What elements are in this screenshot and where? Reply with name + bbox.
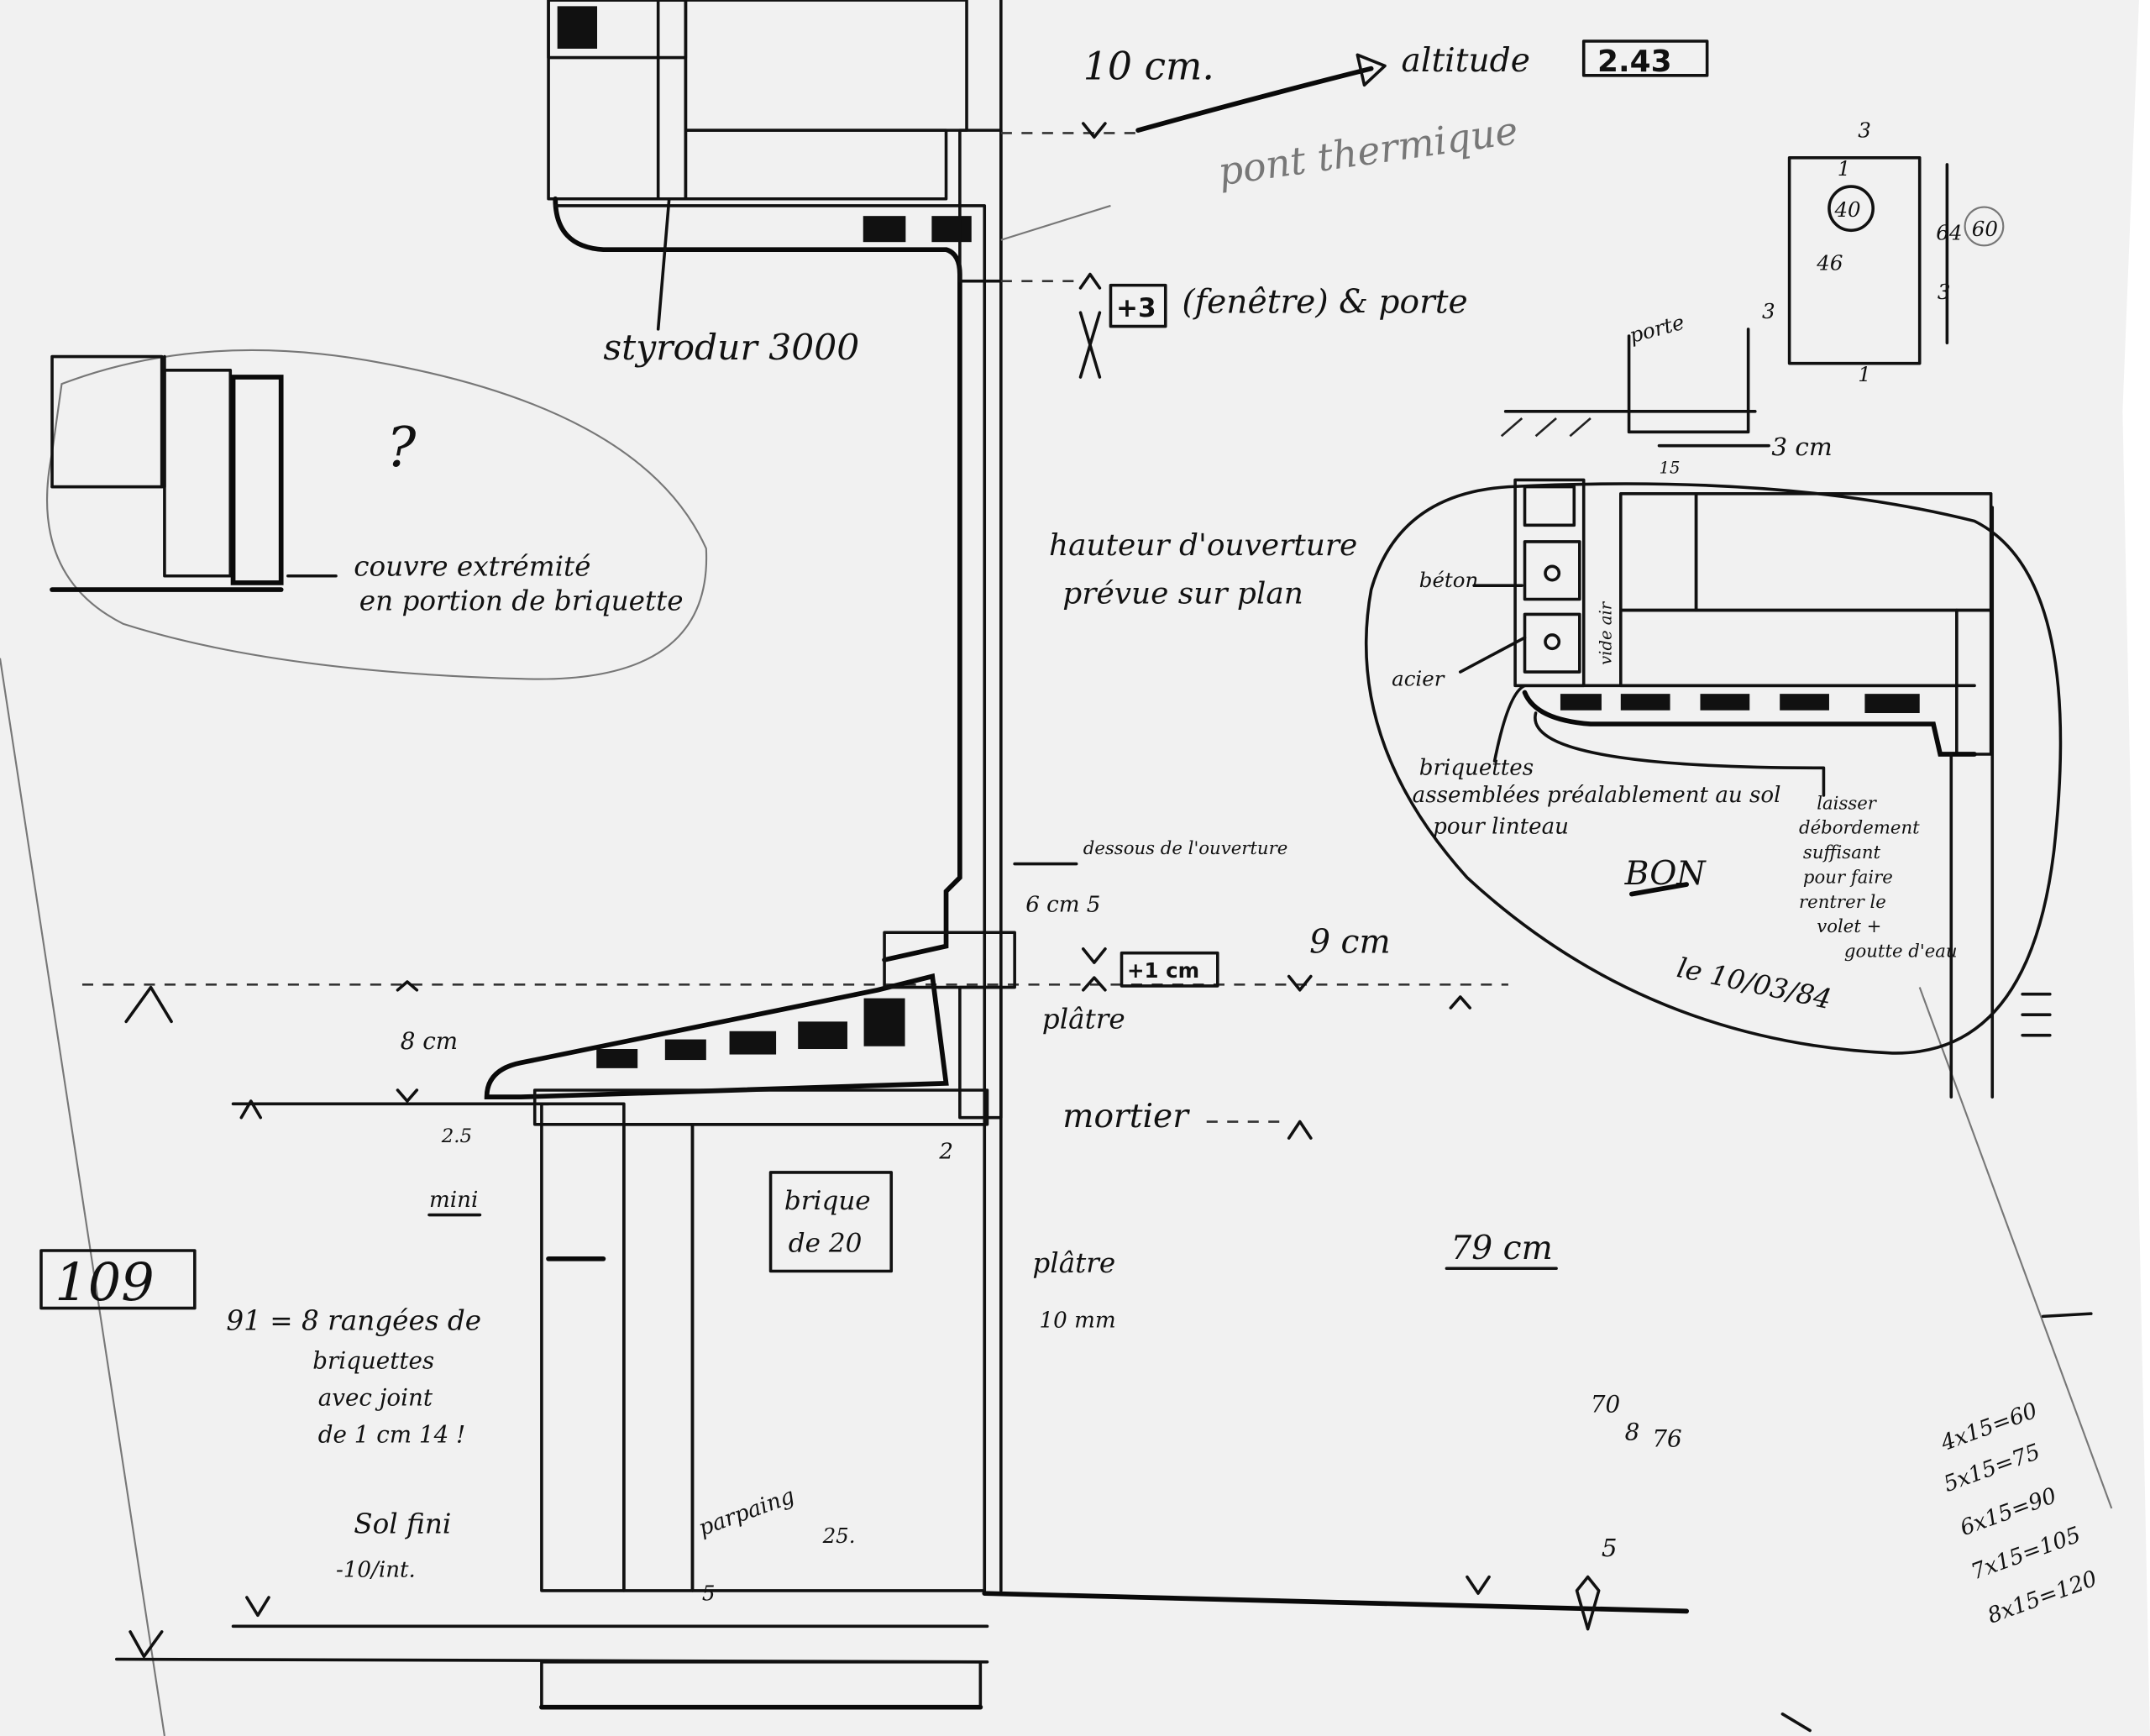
dim-3-top: 3 bbox=[1858, 118, 1871, 142]
thermal-bridge-arrow bbox=[1135, 66, 1374, 133]
laisser-line: volet + bbox=[1817, 916, 1881, 937]
styrodur-label: styrodur 3000 bbox=[603, 328, 859, 369]
height-10cm-label: 10 cm. bbox=[1083, 45, 1214, 89]
left-note-line4: de 1 cm 14 ! bbox=[318, 1421, 465, 1449]
calc-misc-70: 70 bbox=[1591, 1391, 1620, 1419]
right-detail-bubble bbox=[1364, 482, 2063, 1055]
edge-marks bbox=[1780, 992, 2093, 1733]
underside-label: dessous de l'ouverture bbox=[1083, 838, 1288, 859]
window-sill bbox=[484, 931, 1016, 1126]
laisser-line: suffisant bbox=[1803, 842, 1881, 863]
dim-5a: 5 bbox=[702, 1581, 716, 1605]
plus1-box bbox=[1120, 951, 1219, 988]
arrow-head bbox=[1356, 53, 1387, 87]
laisser-line: laisser bbox=[1817, 793, 1878, 814]
dim-1-top: 1 bbox=[1838, 156, 1851, 181]
minus10-label: -10/int. bbox=[336, 1558, 416, 1583]
plus1-value: +1 cm bbox=[1127, 958, 1199, 983]
dim-79cm: 79 cm bbox=[1450, 1230, 1552, 1267]
dim-9cm: 9 cm bbox=[1309, 924, 1390, 962]
left-note-line2: briquettes bbox=[312, 1346, 434, 1374]
altitude-label: altitude bbox=[1402, 42, 1530, 80]
sheet-number: 109 bbox=[55, 1251, 154, 1313]
right-lintel-detail bbox=[1458, 478, 1995, 1099]
dim-10mm: 10 mm bbox=[1040, 1308, 1116, 1333]
calc-misc-76: 76 bbox=[1652, 1424, 1681, 1452]
dim-64: 64 bbox=[1936, 221, 1962, 245]
dim-2: 2 bbox=[938, 1140, 953, 1165]
dim-3-left: 3 bbox=[1762, 299, 1775, 323]
brick-wall bbox=[540, 1102, 987, 1592]
dim-25: 25. bbox=[822, 1524, 856, 1548]
dim-46: 46 bbox=[1816, 251, 1843, 275]
dim-40: 40 bbox=[1833, 197, 1860, 222]
platre-label-2: plâtre bbox=[1032, 1247, 1115, 1279]
beton-label: béton bbox=[1419, 568, 1478, 592]
briquettes-line2: assemblées préalablement au sol bbox=[1413, 783, 1781, 808]
opening-note-line2: prévue sur plan bbox=[1062, 576, 1303, 611]
left-detail-bubble bbox=[46, 349, 708, 680]
opening-note-line1: hauteur d'ouverture bbox=[1049, 528, 1357, 563]
laisser-line: rentrer le bbox=[1799, 892, 1886, 913]
bubble-note-line2: en portion de briquette bbox=[359, 585, 684, 617]
brique-box bbox=[768, 1171, 894, 1273]
dim-3cm: 3 cm bbox=[1771, 433, 1832, 461]
laisser-line: pour faire bbox=[1803, 867, 1893, 888]
floor-line-finished bbox=[982, 1591, 1690, 1614]
left-note-line3: avec joint bbox=[318, 1383, 433, 1411]
sheet-number-box bbox=[39, 1249, 197, 1310]
brique-line1: brique bbox=[784, 1186, 871, 1216]
dim-1-bottom: 1 bbox=[1858, 362, 1871, 386]
sol-fini-label: Sol fini bbox=[354, 1508, 451, 1539]
vide-air-label: vide air bbox=[1596, 601, 1615, 665]
mini-label: mini bbox=[429, 1188, 478, 1213]
brique-line2: de 20 bbox=[789, 1229, 863, 1259]
dim-15: 15 bbox=[1660, 458, 1681, 477]
paper-crease bbox=[0, 658, 165, 1736]
calc-misc-8: 8 bbox=[1625, 1418, 1640, 1445]
plus3-value: +3 bbox=[1116, 293, 1156, 323]
altitude-box bbox=[1581, 39, 1709, 77]
laisser-line: goutte d'eau bbox=[1844, 941, 1958, 962]
question-mark: ? bbox=[386, 416, 417, 480]
window-door-label: (fenêtre) & porte bbox=[1182, 283, 1467, 321]
left-note-line1: 91 = 8 rangées de bbox=[226, 1305, 481, 1337]
acier-label: acier bbox=[1392, 666, 1445, 690]
dim-6-5: 6 cm 5 bbox=[1025, 893, 1100, 918]
lintel-section bbox=[547, 0, 1003, 962]
frame-dimension-diagram bbox=[1500, 155, 2005, 448]
platre-label-1: plâtre bbox=[1042, 1004, 1125, 1036]
laisser-line: débordement bbox=[1799, 818, 1920, 839]
thermal-bridge-leader bbox=[1000, 204, 1111, 241]
dim-5b: 5 bbox=[1602, 1534, 1618, 1562]
briquettes-line3: pour linteau bbox=[1433, 815, 1569, 840]
mortier-label: mortier bbox=[1062, 1098, 1190, 1135]
dim-3-right: 3 bbox=[1938, 280, 1951, 304]
plus3-box bbox=[1109, 283, 1167, 328]
dimension-marks bbox=[124, 122, 1601, 1659]
briquettes-line1: briquettes bbox=[1419, 755, 1534, 780]
left-bubble-detail bbox=[50, 354, 338, 592]
bubble-note-line1: couvre extrémité bbox=[354, 551, 590, 583]
dim-60: 60 bbox=[1972, 217, 1998, 241]
laisser-note: laisser débordement suffisant pour faire… bbox=[1799, 793, 1958, 962]
dim-2-5: 2.5 bbox=[441, 1125, 472, 1147]
altitude-value: 2.43 bbox=[1597, 45, 1672, 79]
frame-dimensions: 3 40 46 64 60 3 3 1 1 porte 15 3 cm bbox=[1627, 118, 1998, 477]
dim-8cm: 8 cm bbox=[401, 1027, 458, 1055]
